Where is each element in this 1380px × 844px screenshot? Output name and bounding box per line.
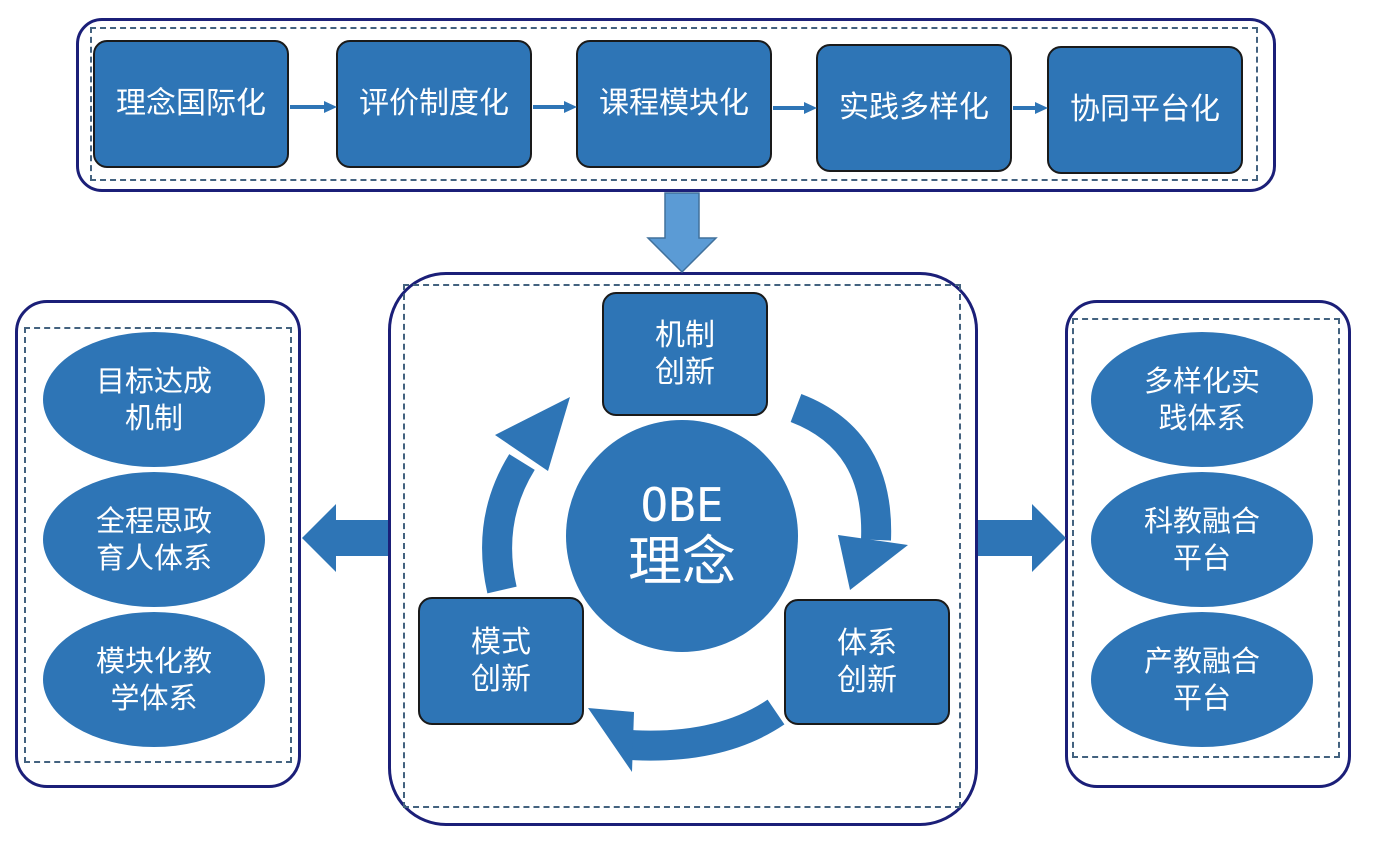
pipeline-step-5: 协同平台化 (1047, 46, 1243, 174)
pipeline-step-1: 理念国际化 (93, 40, 289, 168)
right-panel-item-1: 多样化实 践体系 (1091, 332, 1313, 467)
right-arrow (978, 504, 1066, 572)
pipeline-step-3: 课程模块化 (576, 40, 772, 168)
pipeline-connector-arrows (290, 101, 1048, 114)
connector-arrow-3 (773, 102, 817, 114)
cycle-arrow-top-right (790, 393, 892, 541)
right-panel-item-3: 产教融合 平台 (1091, 612, 1313, 747)
left-panel-dashed-border (24, 327, 292, 763)
cycle-arrowhead-left (495, 397, 570, 471)
right-panel-dashed-border (1072, 318, 1340, 758)
pipeline-step-2: 评价制度化 (336, 40, 532, 168)
cycle-arrow-bottom (629, 699, 785, 761)
core-title-obe: OBE (640, 477, 724, 532)
obe-core-circle: OBE 理念 (566, 420, 798, 652)
cycle-arrow-left (482, 454, 535, 594)
left-panel-item-2: 全程思政 育人体系 (43, 472, 265, 607)
left-arrow (302, 504, 388, 572)
connector-arrow-4 (1013, 102, 1048, 114)
right-panel-item-2: 科教融合 平台 (1091, 472, 1313, 607)
innovation-mechanism: 机制 创新 (602, 292, 768, 416)
cycle-arrowheads (495, 397, 908, 772)
cycle-arrows (482, 393, 892, 761)
left-panel-item-1: 目标达成 机制 (43, 332, 265, 467)
innovation-system: 体系 创新 (784, 599, 950, 725)
down-arrow (646, 192, 718, 274)
connector-arrow-2 (533, 101, 577, 113)
cycle-arrowhead-bottom (588, 708, 634, 772)
innovation-model: 模式 创新 (418, 597, 584, 725)
center-panel-dashed-border (403, 284, 961, 808)
pipeline-dashed-border (90, 27, 1258, 181)
core-title-concept: 理念 (628, 530, 736, 594)
left-panel-item-3: 模块化教 学体系 (43, 612, 265, 747)
pipeline-step-4: 实践多样化 (816, 44, 1012, 172)
cycle-arrowhead-top-right (838, 535, 908, 590)
connector-arrow-1 (290, 101, 337, 113)
